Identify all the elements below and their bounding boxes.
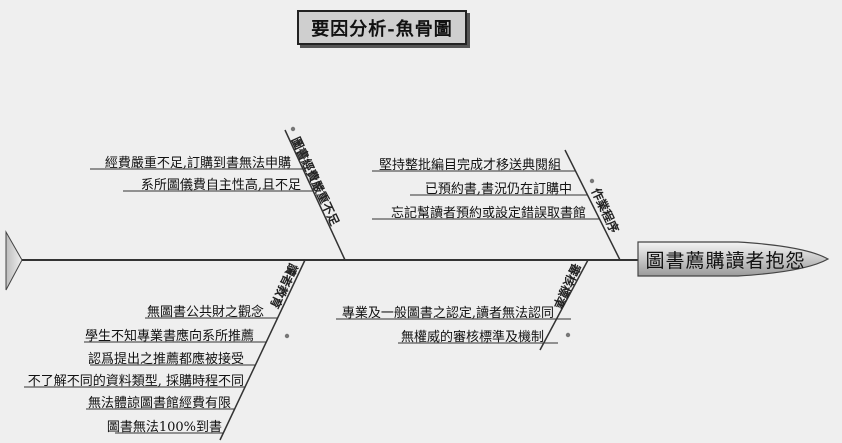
cause-promotion-5: 無法體諒圖書館經費有限 <box>87 396 231 411</box>
cause-workflow-2: 已預約書,書況仍在訂購中 <box>424 182 572 197</box>
cause-promotion-3: 認爲提出之推薦都應被接受 <box>87 352 244 367</box>
cause-workflow-3: 忘記幫讀者預約或設定錯誤取書館 <box>390 206 586 221</box>
bone-promotion <box>219 259 306 441</box>
cause-promotion-1: 無圖書公共財之觀念 <box>146 305 264 320</box>
cause-funding-2: 系所圖儀費自主性高,且不足 <box>140 178 301 193</box>
cause-promotion-4: 不了解不同的資料類型, 採購時程不同 <box>27 374 244 389</box>
bullet-promotion <box>284 333 290 339</box>
cause-review-2: 無權威的審核標準及機制 <box>400 330 544 345</box>
cause-review-1: 專業及一般圖書之認定,讀者無法認同 <box>341 306 554 321</box>
bone-workflow <box>564 149 621 261</box>
bullet-review <box>565 332 571 338</box>
cause-promotion-6: 圖書無法100%到書 <box>106 420 222 435</box>
cause-funding-1: 經費嚴重不足,訂購到書無法申購 <box>104 156 291 171</box>
bullet-funding <box>290 126 296 132</box>
bone-review <box>539 259 589 351</box>
effect-label: 圖書薦購讀者抱怨 <box>645 249 806 272</box>
cause-workflow-1: 堅持整批編目完成才移送典閱組 <box>378 158 561 173</box>
fish-head <box>637 241 830 277</box>
cause-promotion-2: 學生不知專業書應向系所推薦 <box>84 329 254 344</box>
diagram-title: 要因分析-魚骨圖 <box>297 10 467 45</box>
fish-tail <box>5 230 23 291</box>
bullet-workflow <box>589 178 595 184</box>
bone-funding <box>284 129 346 261</box>
